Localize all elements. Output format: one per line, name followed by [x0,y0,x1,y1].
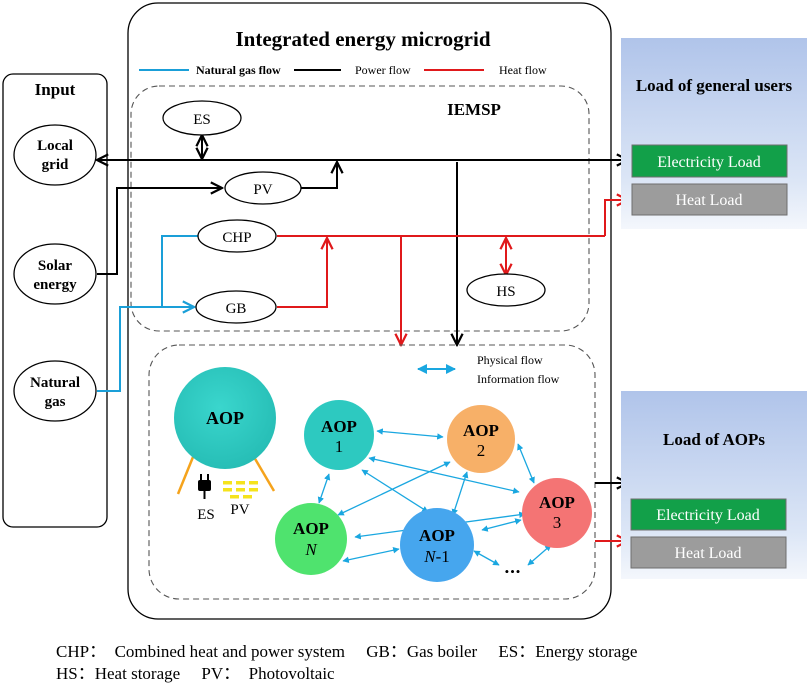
general-electricity-load-label: Electricity Load [657,154,761,171]
solar-panel-icon [223,481,258,499]
general-heat-load-box [631,183,788,216]
local-grid-label-line2: grid [42,157,69,173]
device-pv-label: PV [230,502,249,518]
gb-node [195,290,277,324]
aop-ellipsis: ••• [505,564,522,579]
big-aop-right-leg [252,456,276,492]
general-electricity-load-box [631,144,788,178]
gb-heat-line [277,238,327,308]
solar-to-pv-line [97,188,222,275]
big-aop-node [174,367,276,469]
microgrid-title: Integrated energy microgrid [235,27,490,51]
general-heat-load-label: Heat Load [675,192,742,209]
hs-node [466,273,546,307]
input-heading: Input [35,80,76,99]
aop-1-node [304,400,374,470]
iemsp-label: IEMSP [447,100,501,119]
natural-gas-label-line1: Natural [30,375,80,391]
aop-n-minus-1-index: N-1 [423,547,450,566]
pv-node [224,171,302,205]
aops-load-heading: Load of AOPs [663,430,765,449]
aops-electricity-load-label: Electricity Load [656,507,760,524]
aop-n-minus-1-label: AOP [419,526,455,545]
aop-1-index: 1 [335,437,344,456]
iemsp-box [130,85,590,332]
big-aop-left-leg [176,456,195,495]
abbreviation-legend-line-1: CHP： Combined heat and power system GB：G… [56,642,638,661]
pv-to-bus-line [294,162,337,189]
pv-label: PV [253,182,272,198]
aop-area-box [148,344,596,600]
gb-label: GB [226,301,247,317]
aop-2-node [447,405,515,473]
energy-microgrid-diagram: Input Local grid Solar energy Natural ga… [2,2,807,620]
solar-energy-label-line1: Solar [38,258,73,274]
aop-2-label: AOP [463,421,499,440]
gas-flow-legend-label: Natural gas flow [196,63,281,77]
microgrid-frame [127,2,612,620]
information-flow-label: Information flow [477,372,560,386]
plug-icon [198,474,211,499]
aop-n-minus-1-node [400,508,474,582]
aops-electricity-load-box [630,498,787,531]
big-aop-label: AOP [206,408,244,428]
natural-gas-node [13,360,97,422]
general-users-heading: Load of general users [636,76,793,95]
device-es-label: ES [197,507,215,523]
hs-label: HS [496,284,515,300]
solar-energy-node [13,243,97,305]
aop-1-label: AOP [321,417,357,436]
aops-heat-load-box [630,536,787,569]
solar-energy-label-line2: energy [33,277,77,293]
physical-flow-label: Physical flow [477,353,543,367]
local-grid-node [13,124,97,186]
power-flow-legend-label: Power flow [355,63,411,77]
gas-main-line [97,236,220,392]
aop-2-index: 2 [477,441,486,460]
aop-3-label: AOP [539,493,575,512]
aop-3-index: 3 [553,513,562,532]
es-label: ES [193,112,211,128]
heat-to-general-load-line [604,200,628,236]
abbreviation-legend-line-2: HS：Heat storage PV： Photovoltaic [56,664,335,683]
aop-n-index: N [304,540,318,559]
es-node [162,100,242,136]
aop-n-label: AOP [293,519,329,538]
local-grid-label-line1: Local [37,138,73,154]
aop-3-node [522,478,592,548]
aops-heat-load-label: Heat Load [674,545,741,562]
aop-n-node [275,503,347,575]
heat-flow-legend-label: Heat flow [499,63,547,77]
chp-node [197,219,277,253]
chp-label: CHP [222,230,251,246]
natural-gas-label-line2: gas [45,394,66,410]
